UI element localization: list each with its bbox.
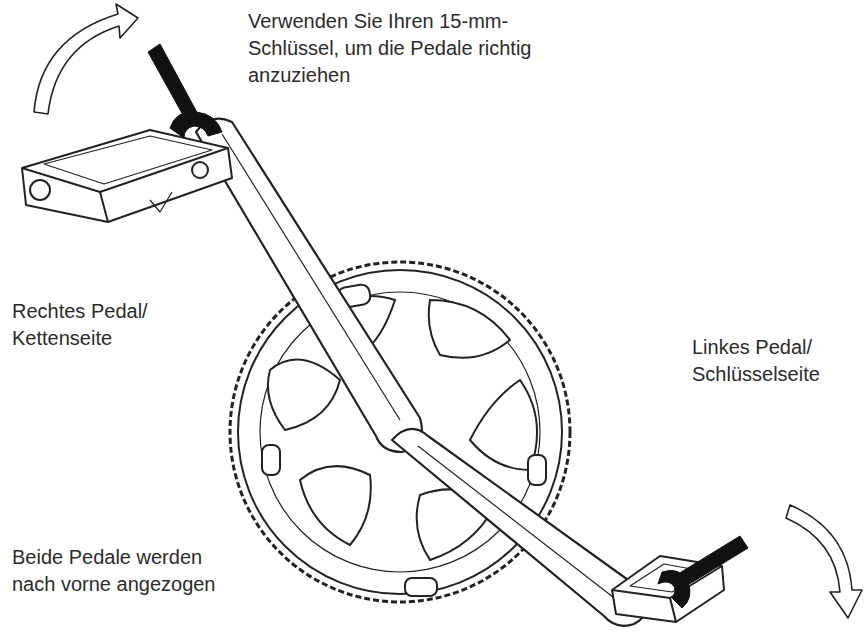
right-pedal: [22, 130, 232, 222]
wrench: [148, 44, 748, 608]
direction-note: Beide Pedale werden nach vorne angezogen: [12, 544, 242, 598]
pedal-label: Rechtes Pedal/ Kettenseite: [12, 298, 162, 352]
instruction-note: Verwenden Sie Ihren 15-mm-Schlüssel, um …: [248, 8, 548, 89]
pedal-label: Linkes Pedal/ Schlüsselseite: [692, 334, 862, 388]
rotation-arrow: [34, 4, 862, 618]
crank-arm: [196, 119, 647, 626]
